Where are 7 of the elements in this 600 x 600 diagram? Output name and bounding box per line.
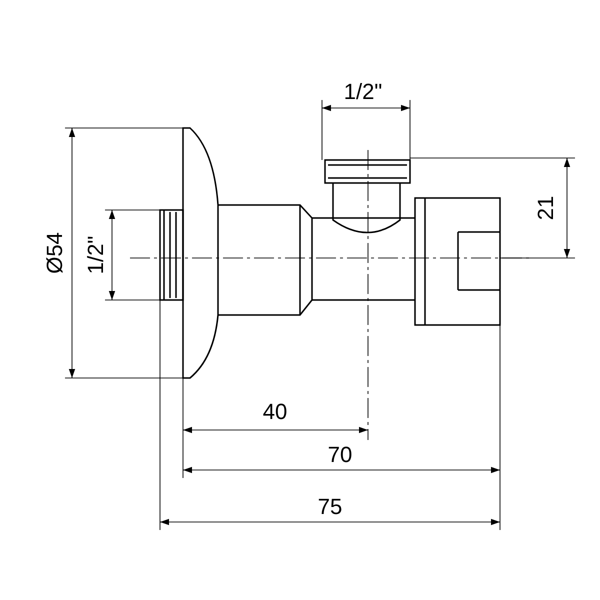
- dimension-label: Ø54: [44, 232, 66, 274]
- dimension-label: 70: [328, 444, 352, 466]
- dimension-label: 21: [535, 196, 557, 220]
- dimension-label: 1/2": [85, 236, 107, 274]
- dimension-label: 40: [262, 401, 288, 423]
- dimension-label: 1/2": [344, 81, 382, 103]
- dimension-label: 75: [318, 496, 342, 518]
